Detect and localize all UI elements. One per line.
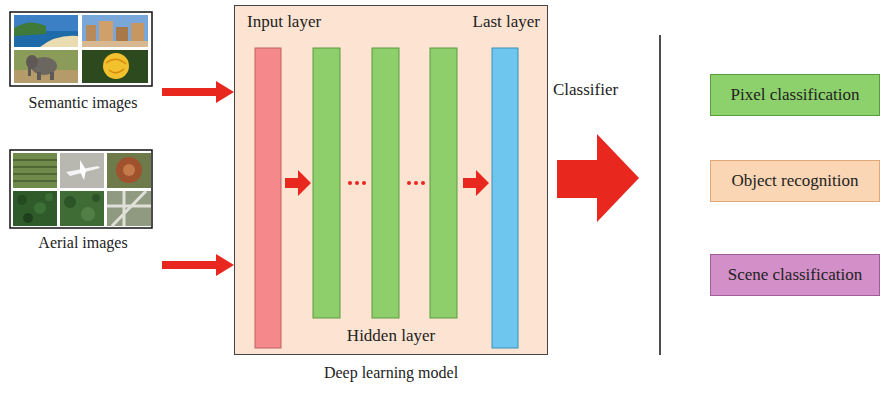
beach-photo <box>14 15 78 47</box>
input-arrow <box>162 88 222 96</box>
stadium-photo <box>107 153 151 188</box>
airplane-photo <box>60 153 104 188</box>
input-layer-bar <box>255 48 281 348</box>
trees-photo <box>60 191 104 226</box>
task-box: Pixel classification <box>710 74 880 116</box>
model-caption: Deep learning model <box>235 364 547 382</box>
classifier-arrow <box>557 134 639 222</box>
rose-photo <box>82 50 148 83</box>
forest-photo <box>13 191 57 226</box>
ellipsis-dots <box>348 181 425 185</box>
hidden-layer-bar <box>430 48 457 318</box>
task-box: Object recognition <box>710 160 880 202</box>
task-label: Scene classification <box>728 265 863 285</box>
hidden-layer-bar <box>313 48 340 318</box>
image-panel: Semantic images <box>8 8 158 112</box>
elephant-photo <box>14 50 78 83</box>
layer-label: Input layer <box>247 12 321 32</box>
panel-caption: Aerial images <box>8 234 158 252</box>
image-panel: Aerial images <box>8 146 158 270</box>
task-box: Scene classification <box>710 254 880 296</box>
panel-caption: Semantic images <box>8 94 158 112</box>
task-label: Pixel classification <box>731 85 860 105</box>
field-photo <box>13 153 57 188</box>
layer-label: Last layer <box>473 12 541 32</box>
layer-arrow <box>463 170 489 196</box>
road-photo <box>107 191 151 226</box>
arrow-label: Classifier <box>553 80 618 100</box>
city-photo <box>82 15 148 47</box>
layer-arrow <box>285 170 311 196</box>
model-box: Deep learning model <box>234 5 548 355</box>
separator-line <box>659 35 661 355</box>
layer-label: Hidden layer <box>347 326 435 346</box>
hidden-layer-bar <box>372 48 399 318</box>
input-arrow <box>162 261 222 269</box>
last-layer-bar <box>492 48 518 348</box>
task-label: Object recognition <box>732 171 859 191</box>
